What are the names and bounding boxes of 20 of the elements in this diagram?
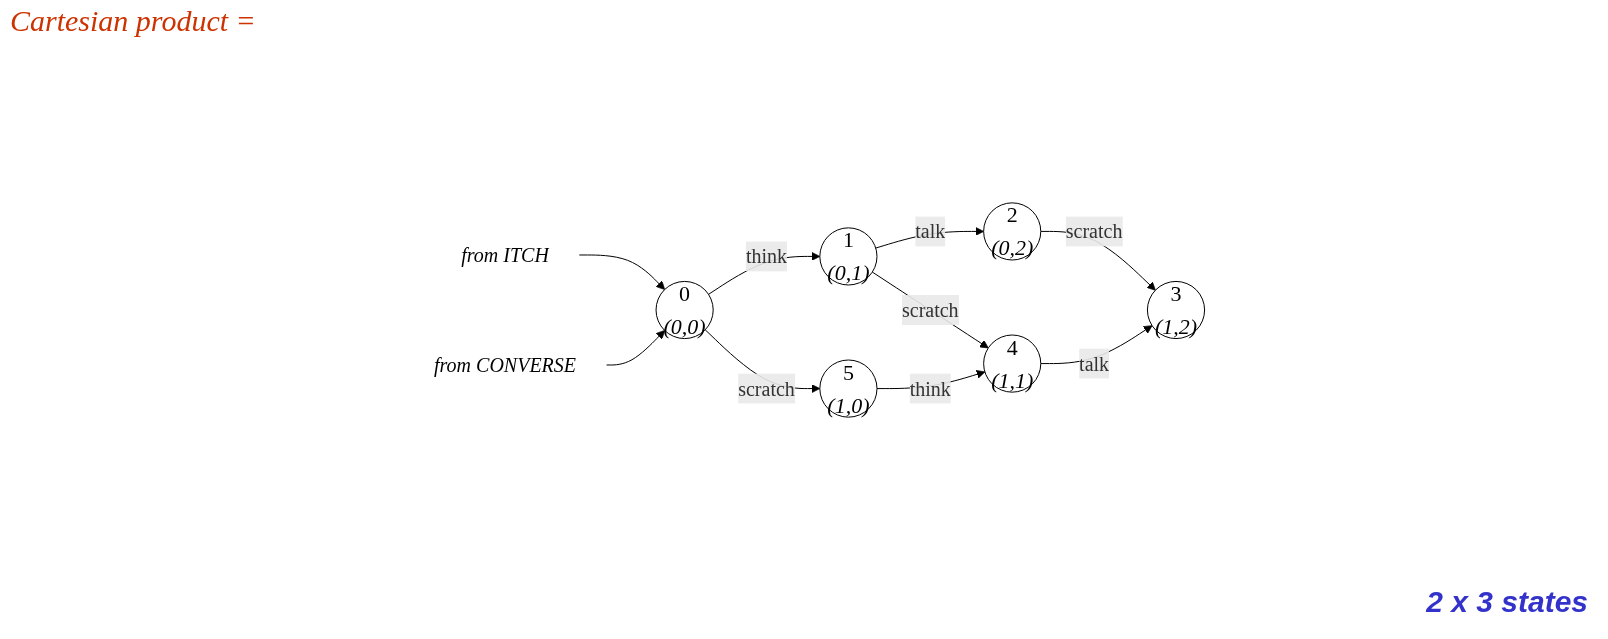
edge-label: scratch xyxy=(901,299,959,321)
node-circle: 0 (0,0) xyxy=(655,280,714,340)
edge-label: scratch xyxy=(737,377,795,400)
edge-label: scratch xyxy=(1065,220,1123,243)
title: Cartesian product = xyxy=(10,4,256,38)
note-text: 2 x 3 states xyxy=(1426,585,1588,618)
node-text: from CONVERSE xyxy=(433,354,576,376)
arrow xyxy=(578,254,665,290)
edge-label: think xyxy=(909,377,951,400)
edge-label: think xyxy=(745,245,787,268)
edge-label: talk xyxy=(915,220,946,243)
node-circle: 2 (0,2) xyxy=(982,202,1041,261)
node-text: from ITCH xyxy=(460,244,549,266)
arrow xyxy=(871,271,989,349)
node-circle: 4 (1,1) xyxy=(982,334,1041,393)
arrow xyxy=(605,330,665,366)
node-circle: 1 (0,1) xyxy=(819,227,878,286)
node-circle: 5 (1,0) xyxy=(819,359,878,418)
edge-label: talk xyxy=(1078,352,1109,375)
node-circle: 3 (1,2) xyxy=(1146,280,1205,340)
